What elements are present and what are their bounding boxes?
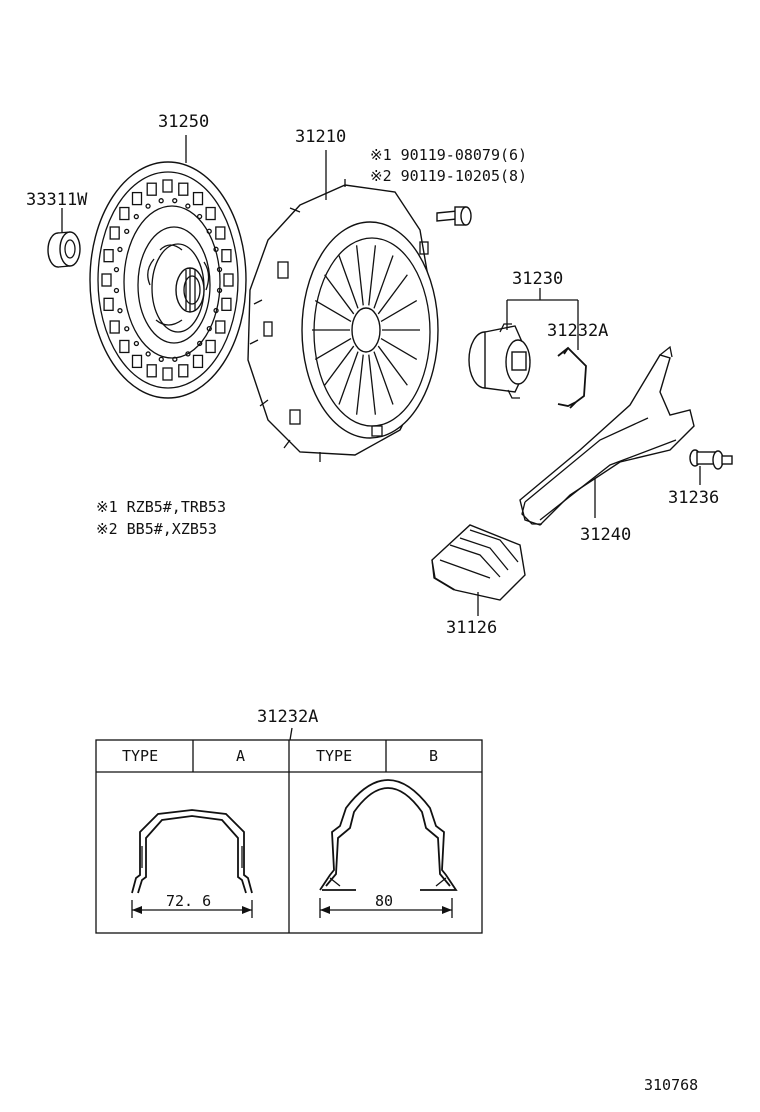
label-31240: 31240 [580,525,631,545]
label-33311w: 33311W [26,190,88,210]
release-bearing-drawing [468,323,531,399]
dimension-a: 72. 6 [166,892,211,910]
rivet [133,213,139,220]
pressure-plate-drawing [247,179,439,462]
pivot-drawing [689,449,733,470]
friction-pad [205,206,216,221]
table-title: 31232A [257,707,318,727]
friction-pad [162,179,173,193]
release-fork-drawing [519,345,695,526]
type-b-value: B [429,747,438,765]
friction-pad [109,320,120,334]
boot-drawing [431,524,526,601]
note-2: ※2 BB5#,XZB53 [96,520,217,538]
friction-pad [215,320,226,334]
label-31250: 31250 [158,112,209,132]
rivet [145,351,151,357]
clip-type-b-drawing [319,779,458,918]
clip-drawing [557,346,587,409]
label-bolt-note-2: ※2 90119-10205(8) [370,167,527,185]
diaphragm-finger [373,255,394,309]
label-31236: 31236 [668,488,719,508]
clutch-disc-drawing [89,161,247,399]
rivet [197,340,203,347]
rivet [196,213,203,220]
rivet [113,266,120,273]
rivet [172,198,178,204]
diaphragm-finger [338,255,359,309]
friction-pad [178,364,189,378]
friction-pad [131,354,143,369]
friction-pad [221,249,232,263]
diaphragm-finger [314,337,352,360]
friction-pad [192,191,204,206]
friction-pad [192,354,204,369]
clip-type-a-drawing [131,809,253,918]
rivet [133,340,140,347]
diaphragm-finger [355,354,364,415]
friction-pad [223,273,234,287]
friction-pad [215,226,226,240]
rivet [206,325,212,332]
rivet [213,307,219,314]
note-1: ※1 RZB5#,TRB53 [96,498,226,516]
diagram-number: 310768 [644,1076,698,1094]
diaphragm-finger [377,274,408,315]
friction-pad [162,367,173,381]
type-a-value: A [236,747,245,765]
rivet [216,266,223,273]
diaphragm-finger [355,245,364,306]
rivet [113,287,120,294]
friction-pad [103,297,114,311]
rivet [124,228,130,235]
rivet [172,356,178,362]
rivet [158,198,164,204]
rivet [216,287,223,294]
friction-pad [101,273,112,287]
diaphragm-finger [338,351,359,405]
friction-pad [103,249,114,263]
friction-pad [119,339,130,354]
type-a-header: TYPE [122,747,158,765]
diaphragm-finger [377,345,408,386]
type-b-header: TYPE [316,747,352,765]
diaphragm-finger [324,274,355,315]
bolt-drawing [436,206,472,226]
diaphragm-finger [368,245,377,306]
rivet [117,246,123,253]
friction-pad [146,364,157,378]
friction-pad [131,191,143,206]
label-bolt-note-1: ※1 90119-08079(6) [370,146,527,164]
diaphragm-finger [373,351,394,405]
label-31230: 31230 [512,269,563,289]
label-31210: 31210 [295,127,346,147]
friction-pad [119,206,130,221]
pilot-bearing-drawing [47,231,81,268]
rivet [158,356,164,362]
friction-pad [205,339,216,354]
diaphragm-finger [368,354,377,415]
diaphragm-finger [314,300,352,323]
diaphragm-finger [380,337,418,360]
friction-pad [178,182,189,196]
clip-type-table: 31232A TYPE A TYPE B 72. 6 [95,707,483,934]
friction-pad [109,226,120,240]
rivet [213,246,219,252]
rivet [206,228,212,234]
rivet [185,351,191,357]
diaphragm-finger [380,300,418,323]
rivet [124,326,130,332]
rivet [145,203,151,209]
label-31126: 31126 [446,618,497,638]
friction-pad [146,182,157,196]
rivet [185,203,191,209]
diaphragm-finger [324,345,355,386]
dimension-b: 80 [375,892,393,910]
label-31232a: 31232A [547,321,608,341]
friction-pad [221,297,232,311]
rivet [117,308,123,314]
